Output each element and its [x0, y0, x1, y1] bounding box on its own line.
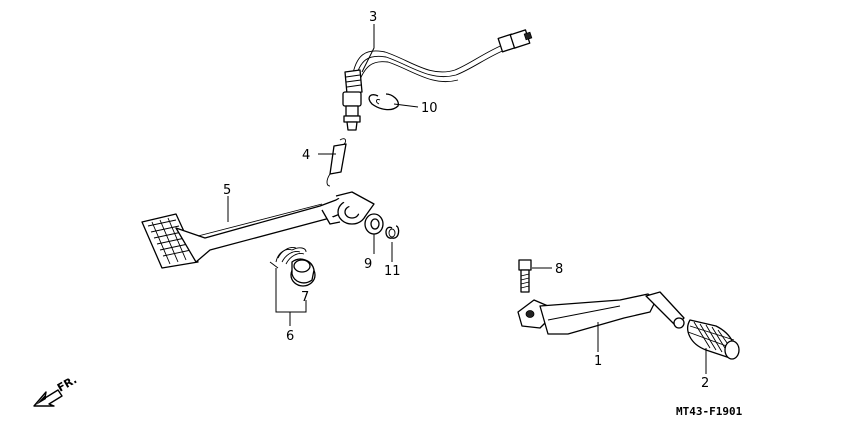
direction-label: FR.	[55, 373, 79, 394]
callout-1: 1	[594, 354, 602, 369]
callout-9: 9	[364, 257, 372, 272]
callout-labels: 3 10 4 5 9 11 7 6 8 1 2	[223, 10, 709, 391]
wire-clip	[368, 93, 399, 111]
diagram-code: MT43-F1901	[676, 405, 743, 418]
callout-6: 6	[286, 329, 294, 344]
switch-with-harness	[342, 29, 533, 131]
spring-collar	[290, 258, 316, 287]
snap-ring	[385, 225, 400, 239]
callout-8: 8	[555, 262, 563, 277]
pedal-bolt	[518, 259, 532, 293]
brake-pedal	[141, 191, 375, 269]
washer	[364, 213, 384, 235]
gearshift-pedal	[517, 291, 685, 335]
front-direction-arrow: FR.	[33, 373, 79, 407]
return-spring-upper	[326, 138, 347, 187]
callout-11: 11	[384, 264, 401, 279]
callout-5: 5	[223, 183, 231, 198]
pedal-spring	[269, 247, 307, 269]
callout-3: 3	[369, 10, 377, 25]
callout-4: 4	[302, 148, 310, 163]
callout-10: 10	[421, 101, 438, 116]
leader-lines	[227, 24, 707, 374]
callout-2: 2	[701, 376, 709, 391]
callout-7: 7	[301, 290, 309, 305]
shift-rubber	[687, 319, 740, 360]
